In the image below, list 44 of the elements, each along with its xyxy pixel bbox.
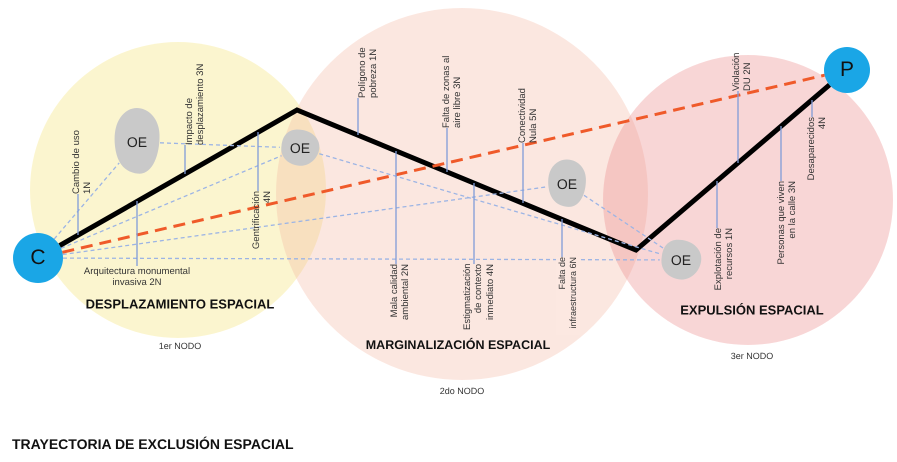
dashed-connector [319, 153, 661, 255]
leader-line [446, 128, 448, 172]
leader-line [811, 100, 813, 117]
dashed-connector [63, 257, 660, 261]
indicator-label: Arquitectura monumental invasiva 2N [80, 266, 194, 291]
node-caption: 2do NODO [440, 386, 484, 396]
indicator-label: Violación DU 2N [730, 45, 754, 91]
node-caption: 1er NODO [158, 341, 202, 351]
leader-line [184, 145, 186, 174]
leader-line [737, 91, 739, 163]
endpoint-circle: P [824, 47, 870, 93]
stage-title: DESPLAZAMIENTO ESPACIAL [86, 296, 274, 312]
indicator-label: Explotación de recursos 1N [712, 228, 736, 296]
indicator-label: Falta de zonas al aire libre 3N [440, 48, 464, 128]
dashed-connector [60, 155, 282, 249]
indicator-label: Impacto de desplazamiento 3N [183, 55, 207, 145]
indicator-label: Desaparecidos 4N [805, 117, 829, 183]
indicator-label: Personas que viven en la calle 3N [775, 181, 799, 273]
indicator-label: Estigmatización de contexto inmediato 4N [461, 264, 497, 330]
leader-line [780, 126, 782, 181]
leader-line [257, 132, 259, 191]
blob-shape: OE [546, 158, 588, 210]
node-caption: 3er NODO [730, 351, 774, 361]
leader-line [716, 181, 718, 228]
diagram-title: TRAYECTORIA DE EXCLUSIÓN ESPACIAL [12, 436, 294, 452]
dashed-connector [584, 194, 664, 249]
endpoint-circle: C [13, 233, 63, 283]
indicator-label: Conectividad Nula 5N [516, 83, 540, 143]
dashed-connector [160, 142, 280, 148]
indicator-label: Gentrificación 4N [250, 191, 274, 257]
dashed-connector [54, 162, 120, 240]
indicator-label: Cambio de uso 1N [70, 126, 94, 194]
dashed-connector [62, 186, 548, 256]
leader-line [136, 201, 138, 266]
leader-line [395, 151, 397, 264]
indicator-label: Polígono de pobreza 1N [350, 46, 386, 98]
leader-line [522, 143, 524, 203]
leader-line [561, 219, 563, 257]
stage-title: MARGINALIZACIÓN ESPACIAL [366, 338, 550, 352]
indicator-label: Mala calidad ambiental 2N [388, 264, 412, 326]
leader-line [77, 194, 79, 235]
stage-title: EXPULSIÓN ESPACIAL [680, 302, 824, 318]
leader-line [357, 98, 359, 135]
leader-line [473, 183, 475, 264]
